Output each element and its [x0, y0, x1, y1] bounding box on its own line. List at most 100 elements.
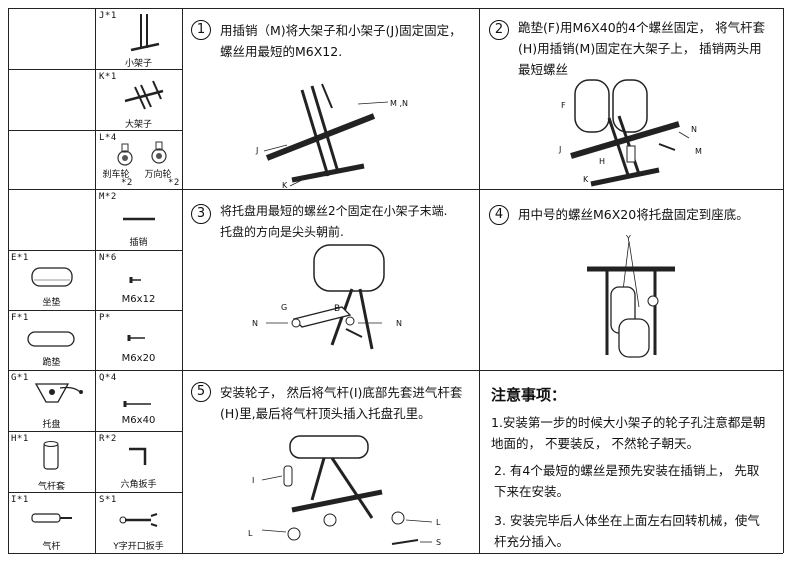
diagram-label: B — [334, 304, 340, 314]
part-code: M*2 — [99, 192, 117, 202]
diagram-label: M ,N — [390, 99, 408, 108]
step-3-panel: 3 将托盘用最短的螺丝2个固定在小架子末端. 托盘的方向是尖头朝前. G B N… — [182, 189, 479, 370]
step-instruction-line: 安装轮子， 然后将气杆(I)底部先套进气杆套 — [220, 385, 463, 400]
part-code: S*1 — [99, 495, 117, 505]
diagram-label: F — [561, 101, 566, 110]
step-number: 4 — [489, 205, 509, 225]
part-p-cell: P* M6x20 — [95, 310, 182, 370]
part-code: F*1 — [11, 313, 29, 323]
part-name: 六角扳手 — [120, 480, 157, 490]
part-name: 跪垫 — [42, 358, 61, 368]
part-s-cell: S*1 Y字开口扳手 — [95, 492, 182, 553]
part-name: 插销 — [129, 238, 148, 248]
note-line: 地面的， 不要装反， 不然轮子朝天。 — [491, 436, 699, 451]
tray-icon — [34, 383, 83, 403]
diagram-label: L — [436, 518, 441, 527]
diagram-label: M — [695, 147, 702, 156]
step-5-panel: 5 安装轮子， 然后将气杆(I)底部先套进气杆套 (H)里,最后将气杆顶头插入托… — [182, 370, 479, 553]
gas-lift-icon — [31, 513, 72, 523]
pin-icon — [123, 217, 155, 221]
part-e-cell: E*1 坐垫 — [8, 250, 95, 310]
step-instruction-line: 用插销（M)将大架子和小架子(J)固定固定， — [220, 23, 462, 38]
part-name: 大架子 — [124, 120, 152, 130]
step-number: 1 — [191, 20, 211, 40]
part-code: P* — [99, 313, 111, 323]
grid-line — [8, 8, 783, 9]
part-h-cell: H*1 气杆套 — [8, 431, 95, 492]
part-m-cell: M*2 插销 — [95, 189, 182, 250]
part-l-cell: L*4 刹车轮 万向轮 *2 *2 — [95, 130, 182, 189]
part-name: 托盘 — [42, 420, 61, 430]
step-instruction-line: 最短螺丝 — [518, 62, 569, 77]
notes-title: 注意事项： — [491, 386, 567, 404]
part-code: J*1 — [99, 11, 117, 21]
diagram-label: G — [281, 303, 287, 312]
part-code: Q*4 — [99, 373, 117, 383]
part-r-cell: R*2 六角扳手 — [95, 431, 182, 492]
swivel-wheel-label: 万向轮 — [144, 170, 172, 180]
part-j-cell: J*1 小架子 — [95, 8, 182, 69]
part-i-cell: I*1 气杆 — [8, 492, 95, 553]
diagram-label: K — [583, 175, 589, 184]
diagram-label: S — [436, 538, 441, 547]
knee-pad-icon — [27, 331, 75, 347]
diagram-label: N — [396, 319, 402, 328]
part-code: I*1 — [11, 495, 29, 505]
grid-line — [8, 8, 9, 553]
step-1-diagram: M ,N J K — [255, 83, 408, 190]
grid-line — [479, 8, 480, 553]
part-name: 坐垫 — [42, 298, 61, 308]
step-2-panel: 2 跪垫(F)用M6X40的4个螺丝固定， 将气杆套 (H)用插销(M)固定在大… — [479, 8, 783, 189]
part-k-cell: K*1 大架子 — [95, 69, 182, 130]
part-name: Y字开口扳手 — [113, 542, 164, 552]
part-code: N*6 — [99, 253, 117, 263]
step-number: 2 — [489, 20, 509, 40]
step-3-diagram: G B N N — [252, 244, 402, 350]
part-n-cell: N*6 M6x12 — [95, 250, 182, 310]
diagram-label: N — [691, 125, 697, 134]
step-2-diagram: F J H K N M — [558, 79, 702, 187]
step-number: 3 — [191, 204, 211, 224]
step-number: 5 — [191, 382, 211, 402]
part-q-cell: Q*4 M6x40 — [95, 370, 182, 431]
step-1-panel: 1 用插销（M)将大架子和小架子(J)固定固定， 螺丝用最短的M6X12. M … — [182, 8, 479, 190]
diagram-label: H — [599, 157, 605, 166]
grid-line — [8, 189, 783, 190]
note-line: 1.安装第一步的时候大小架子的轮子孔注意都是朝 — [491, 415, 766, 430]
diagram-label: Y — [625, 234, 631, 243]
part-name: M6x20 — [121, 353, 156, 364]
grid-line — [182, 8, 183, 553]
medium-screw-icon — [127, 335, 145, 341]
step-instruction-line: (H)用插销(M)固定在大架子上， 插销两头用 — [518, 41, 762, 56]
grid-line — [783, 8, 784, 553]
diagram-label: I — [252, 476, 254, 485]
part-name: 气杆 — [42, 542, 61, 552]
brake-wheel-label: 刹车轮 — [102, 170, 130, 180]
large-frame-icon — [124, 80, 164, 110]
step-instruction-line: 跪垫(F)用M6X40的4个螺丝固定， 将气杆套 — [518, 20, 766, 35]
seat-cushion-icon — [31, 267, 73, 287]
step-4-diagram: Y — [587, 234, 675, 358]
part-code: E*1 — [11, 253, 29, 263]
part-name: M6x40 — [121, 415, 156, 426]
part-code: H*1 — [11, 434, 29, 444]
wheel-icon — [117, 141, 167, 166]
step-instruction-line: 螺丝用最短的M6X12. — [220, 44, 343, 59]
part-code: R*2 — [99, 434, 117, 444]
grid-line — [8, 370, 783, 371]
note-line: 下来在安装。 — [494, 484, 570, 499]
part-name: 小架子 — [124, 59, 152, 69]
y-wrench-icon — [119, 513, 158, 527]
part-code: K*1 — [99, 72, 117, 82]
long-screw-icon — [123, 401, 151, 407]
diagram-label: J — [255, 146, 258, 155]
brake-wheel-qty: *2 — [121, 178, 133, 188]
swivel-wheel-qty: *2 — [168, 178, 180, 188]
part-name: M6x12 — [121, 294, 156, 305]
small-frame-icon — [130, 14, 160, 52]
part-g-cell: G*1 托盘 — [8, 370, 95, 431]
diagram-label: J — [558, 145, 561, 154]
hex-key-icon — [129, 447, 147, 465]
notes-panel: 注意事项： 1.安装第一步的时候大小架子的轮子孔注意都是朝 地面的， 不要装反，… — [479, 370, 783, 553]
